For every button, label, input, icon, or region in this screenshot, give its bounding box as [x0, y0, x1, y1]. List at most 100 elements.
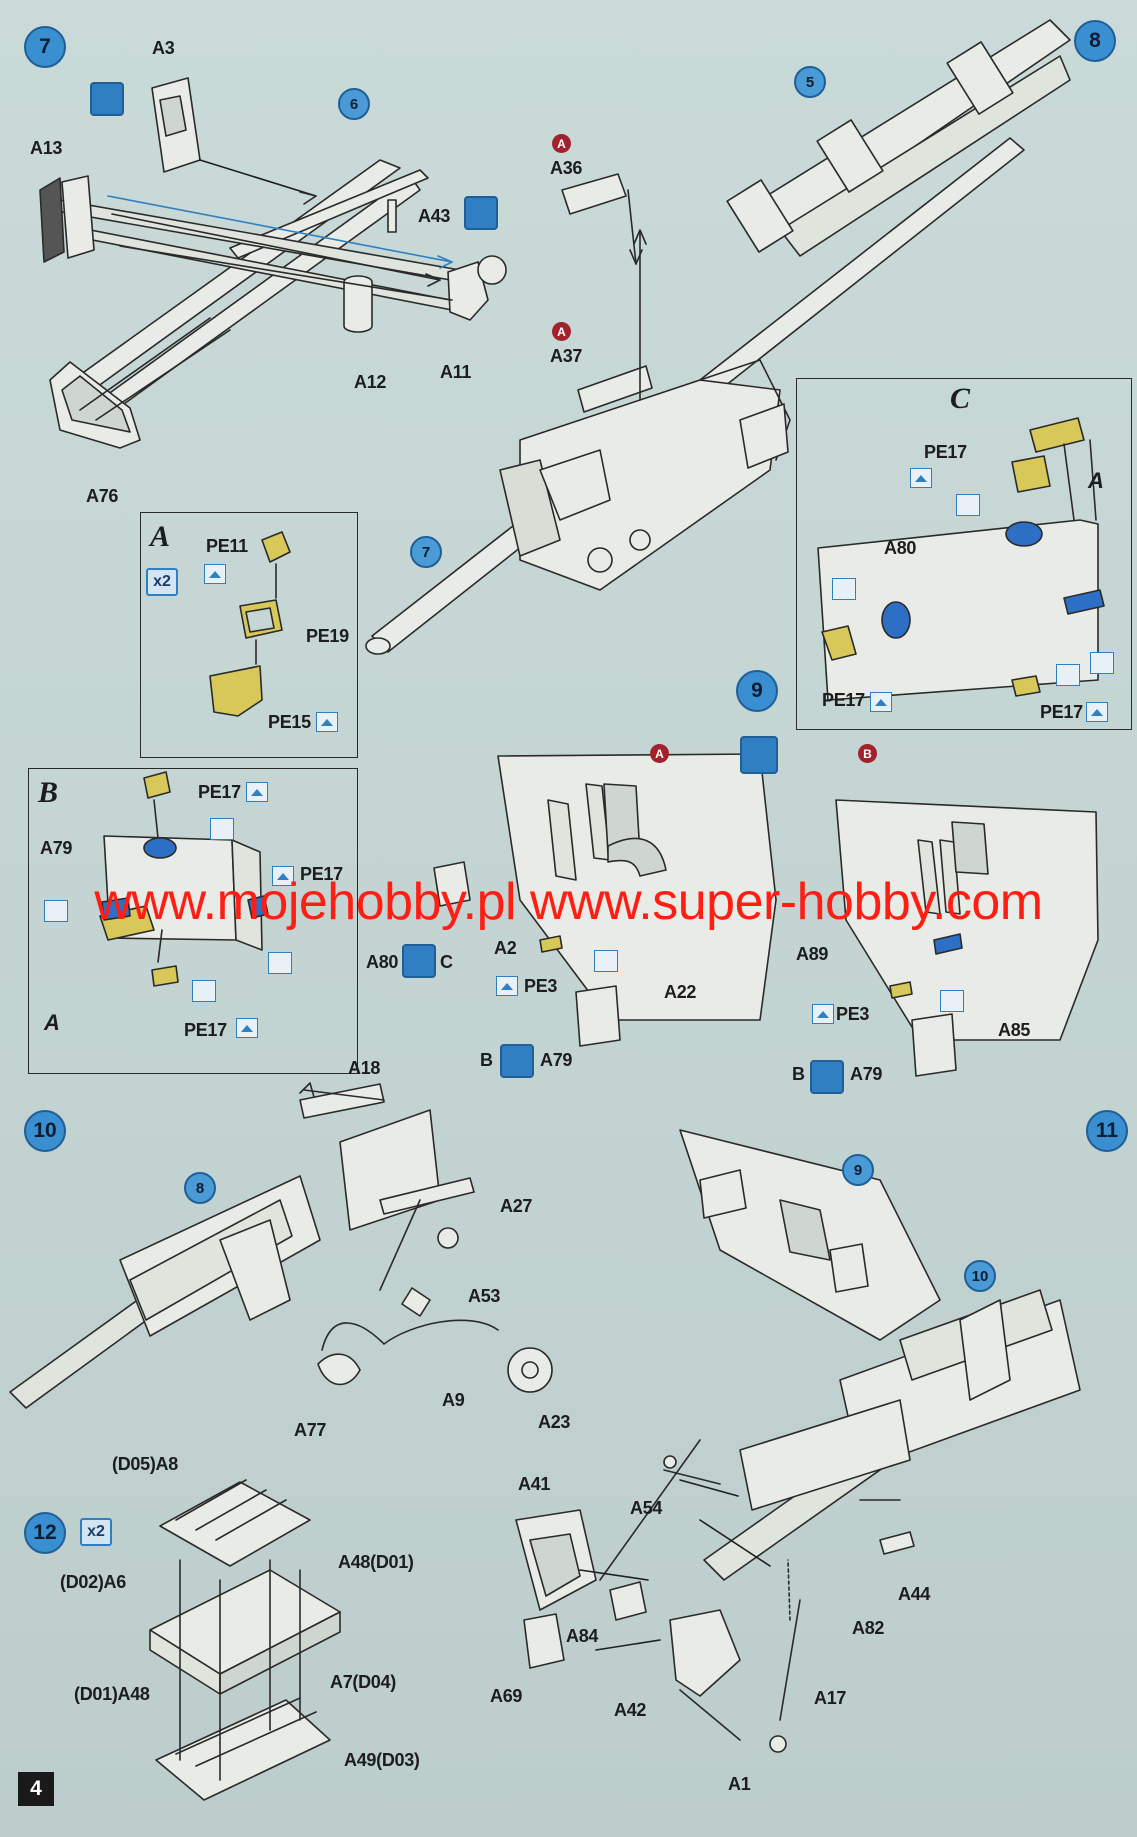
- part-label-pe11: PE11: [206, 536, 248, 556]
- bend-icon: [246, 782, 268, 802]
- part-label-d01-a48: (D01)A48: [74, 1684, 150, 1704]
- part-label-a42: A42: [614, 1700, 647, 1720]
- part-label-pe15: PE15: [268, 712, 311, 732]
- part-label-pe17: PE17: [300, 864, 343, 884]
- ref-step-5: 5: [794, 66, 826, 98]
- step-12-number: 12: [24, 1512, 66, 1554]
- assembly-arrows: [579, 1479, 771, 1651]
- part-label-a2: A2: [494, 938, 517, 958]
- part-label-a89: A89: [796, 944, 829, 964]
- part-label-a79: A79: [40, 838, 73, 858]
- part-label-a48-d01: A48(D01): [338, 1552, 414, 1572]
- ref-step-7: 7: [410, 536, 442, 568]
- part-label-d05-a8: (D05)A8: [112, 1454, 178, 1474]
- bend-icon: [316, 712, 338, 732]
- bend-icon: [870, 692, 892, 712]
- step-10-number: 10: [24, 1110, 66, 1152]
- part-label-a11: A11: [440, 362, 472, 382]
- part-label-a: A: [1088, 468, 1104, 493]
- option-a-marker: A: [552, 134, 571, 153]
- part-label-a41: A41: [518, 1474, 551, 1494]
- part-label-a80: A80: [884, 538, 917, 558]
- part-label-a79: A79: [540, 1050, 573, 1070]
- glue-icon: [1056, 664, 1080, 686]
- page-number: 4: [18, 1772, 54, 1806]
- part-label-a7-d04: A7(D04): [330, 1672, 396, 1692]
- step10-drawing: [9, 1082, 553, 1409]
- bend-icon: [236, 1018, 258, 1038]
- symmetry-icon: [500, 1044, 534, 1078]
- option-b-marker: B: [858, 744, 877, 763]
- part-label-a36: A36: [550, 158, 583, 178]
- glue-icon: [956, 494, 980, 516]
- part-label-a9: A9: [442, 1390, 465, 1410]
- box-b-title: B: [38, 776, 59, 809]
- ref-step-6: 6: [338, 88, 370, 120]
- remove-part-icon: [90, 82, 124, 116]
- bend-icon: [1086, 702, 1108, 722]
- part-label-a: A: [44, 1010, 60, 1035]
- detail-box-a: [140, 512, 358, 758]
- part-label-a3: A3: [152, 38, 175, 58]
- part-label-a80: A80: [366, 952, 399, 972]
- bend-icon: [272, 866, 294, 886]
- ref-step-8: 8: [184, 1172, 216, 1204]
- part-label-d02-a6: (D02)A6: [60, 1572, 126, 1592]
- part-label-a37: A37: [550, 346, 583, 366]
- step12-crate-drawing: [149, 1479, 341, 1801]
- part-label-b: B: [792, 1064, 805, 1084]
- step11-drawing: [515, 1129, 1081, 1753]
- part-label-a76: A76: [86, 486, 119, 506]
- detail-box-b: [28, 768, 358, 1074]
- part-label-a22: A22: [664, 982, 697, 1002]
- part-label-pe19: PE19: [306, 626, 349, 646]
- step-11-number: 11: [1086, 1110, 1128, 1152]
- watermark: www.mojehobby.pl www.super-hobby.com: [94, 873, 1043, 931]
- glue-icon: [832, 578, 856, 600]
- part-label-pe17: PE17: [198, 782, 241, 802]
- symmetry-icon: [740, 736, 778, 774]
- part-label-a82: A82: [852, 1618, 885, 1638]
- box-c-title: C: [950, 382, 971, 415]
- bend-icon: [496, 976, 518, 996]
- ref-step-9: 9: [842, 1154, 874, 1186]
- step8-barrel-drawing: [365, 19, 1071, 655]
- part-label-a43: A43: [418, 206, 451, 226]
- symmetry-icon: [810, 1060, 844, 1094]
- glue-icon: [268, 952, 292, 974]
- bend-icon: [910, 468, 932, 488]
- part-label-a44: A44: [898, 1584, 931, 1604]
- part-label-a18: A18: [348, 1058, 381, 1078]
- part-label-a23: A23: [538, 1412, 571, 1432]
- glue-icon: [594, 950, 618, 972]
- bend-icon: [204, 564, 226, 584]
- part-label-a13: A13: [30, 138, 63, 158]
- part-label-a85: A85: [998, 1020, 1031, 1040]
- box-a-title: A: [150, 520, 171, 553]
- part-label-a77: A77: [294, 1420, 327, 1440]
- step-8-number: 8: [1074, 20, 1116, 62]
- ref-step-10: 10: [964, 1260, 996, 1292]
- part-label-a17: A17: [814, 1688, 847, 1708]
- part-label-c: C: [440, 952, 453, 972]
- step-7-number: 7: [24, 26, 66, 68]
- box-b-drawing: [99, 771, 269, 987]
- part-label-a54: A54: [630, 1498, 663, 1518]
- part-label-a79: A79: [850, 1064, 883, 1084]
- quantity-x2-badge: x2: [80, 1518, 112, 1546]
- part-label-pe17: PE17: [1040, 702, 1083, 722]
- glue-icon: [192, 980, 216, 1002]
- part-label-a84: A84: [566, 1626, 599, 1646]
- box-c-drawing: [817, 417, 1105, 701]
- part-label-a49-d03: A49(D03): [344, 1750, 420, 1770]
- part-label-a12: A12: [354, 372, 387, 392]
- quantity-x2-badge: x2: [146, 568, 178, 596]
- step9-shields-drawing: [433, 753, 1099, 1077]
- glue-icon: [1090, 652, 1114, 674]
- glue-icon: [44, 900, 68, 922]
- symmetry-icon: [402, 944, 436, 978]
- remove-part-icon: [464, 196, 498, 230]
- option-a-marker: A: [552, 322, 571, 341]
- step7-cradle-drawing: [39, 77, 507, 449]
